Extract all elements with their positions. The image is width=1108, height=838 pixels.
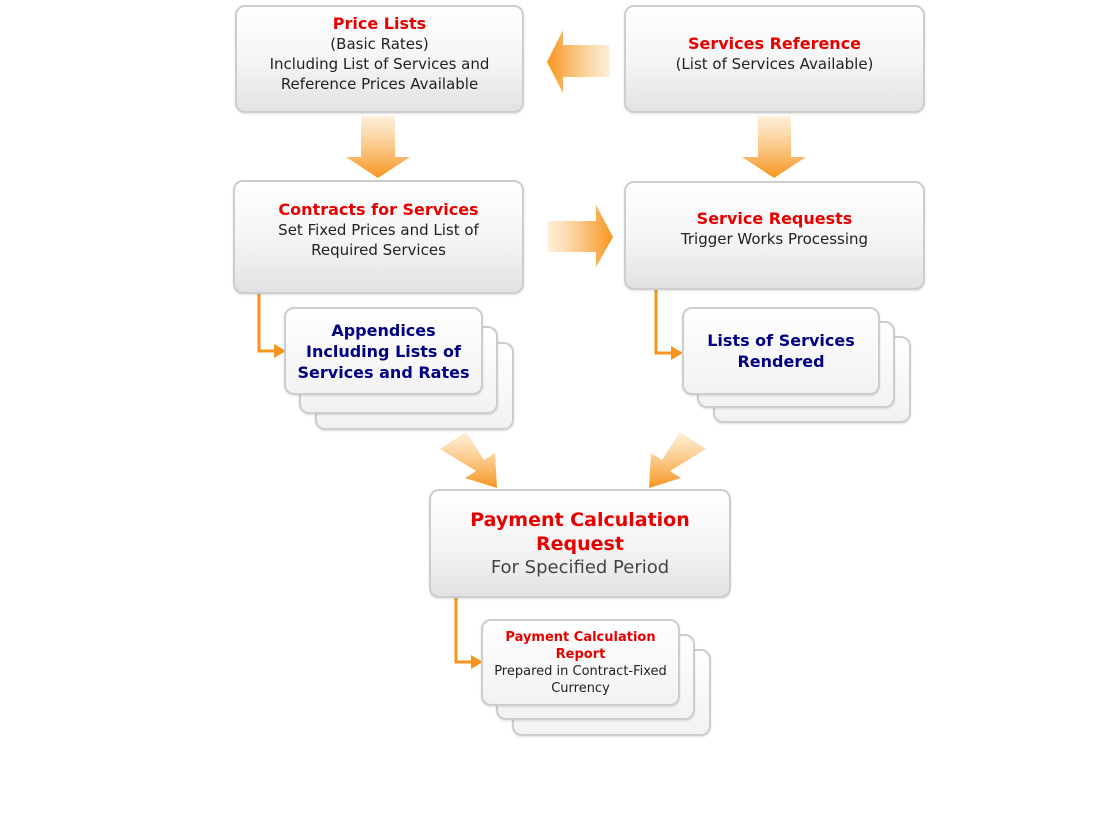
appendices-line: Including Lists of	[306, 341, 461, 361]
service-requests-title: Service Requests	[696, 209, 853, 228]
appendices-box: Appendices Including Lists of Services a…	[284, 307, 483, 395]
arrow-left-icon	[547, 30, 610, 93]
arrow-down-icon	[742, 116, 806, 178]
connector-line	[257, 293, 275, 353]
arrow-diagonal-down-right-icon	[440, 432, 497, 488]
connector-arrowhead-icon	[671, 346, 683, 360]
payment-report-line: Prepared in Contract-Fixed	[494, 663, 667, 679]
connector-arrowhead-icon	[274, 344, 286, 358]
service-requests-box: Service Requests Trigger Works Processin…	[624, 181, 925, 290]
connector-line	[454, 598, 472, 664]
lists-rendered-line: Rendered	[737, 352, 825, 371]
contracts-line: Set Fixed Prices and List of	[278, 221, 479, 239]
appendices-line: Appendices	[331, 320, 436, 340]
service-requests-line: Trigger Works Processing	[680, 230, 869, 248]
arrow-down-icon	[346, 116, 410, 178]
lists-rendered-box: Lists of Services Rendered	[682, 307, 880, 395]
services-reference-title: Services Reference	[687, 34, 862, 53]
price-lists-line: (Basic Rates)	[330, 35, 429, 53]
appendices-line: Services and Rates	[297, 362, 470, 382]
connector-arrowhead-icon	[471, 655, 483, 669]
contracts-title: Contracts for Services	[278, 200, 479, 219]
payment-report-title: Payment Calculation	[505, 629, 656, 645]
payment-report-box: Payment Calculation Report Prepared in C…	[481, 619, 680, 706]
contracts-line: Required Services	[311, 241, 446, 259]
payment-request-title: Payment Calculation	[470, 508, 690, 531]
payment-report-title: Report	[555, 646, 606, 662]
arrow-right-icon	[548, 205, 613, 267]
payment-request-box: Payment Calculation Request For Specifie…	[429, 489, 731, 598]
payment-request-title: Request	[536, 532, 624, 555]
price-lists-title: Price Lists	[332, 14, 427, 33]
services-reference-box: Services Reference (List of Services Ava…	[624, 5, 925, 113]
price-lists-line: Including List of Services and	[269, 55, 490, 73]
price-lists-box: Price Lists (Basic Rates) Including List…	[235, 5, 524, 113]
services-reference-line: (List of Services Available)	[675, 55, 874, 73]
contracts-box: Contracts for Services Set Fixed Prices …	[233, 180, 524, 294]
lists-rendered-line: Lists of Services	[707, 331, 855, 350]
payment-report-line: Currency	[551, 680, 610, 696]
price-lists-line: Reference Prices Available	[280, 75, 479, 93]
arrow-diagonal-down-left-icon	[649, 432, 706, 488]
payment-request-subtitle: For Specified Period	[490, 556, 670, 578]
connector-line	[654, 289, 672, 355]
